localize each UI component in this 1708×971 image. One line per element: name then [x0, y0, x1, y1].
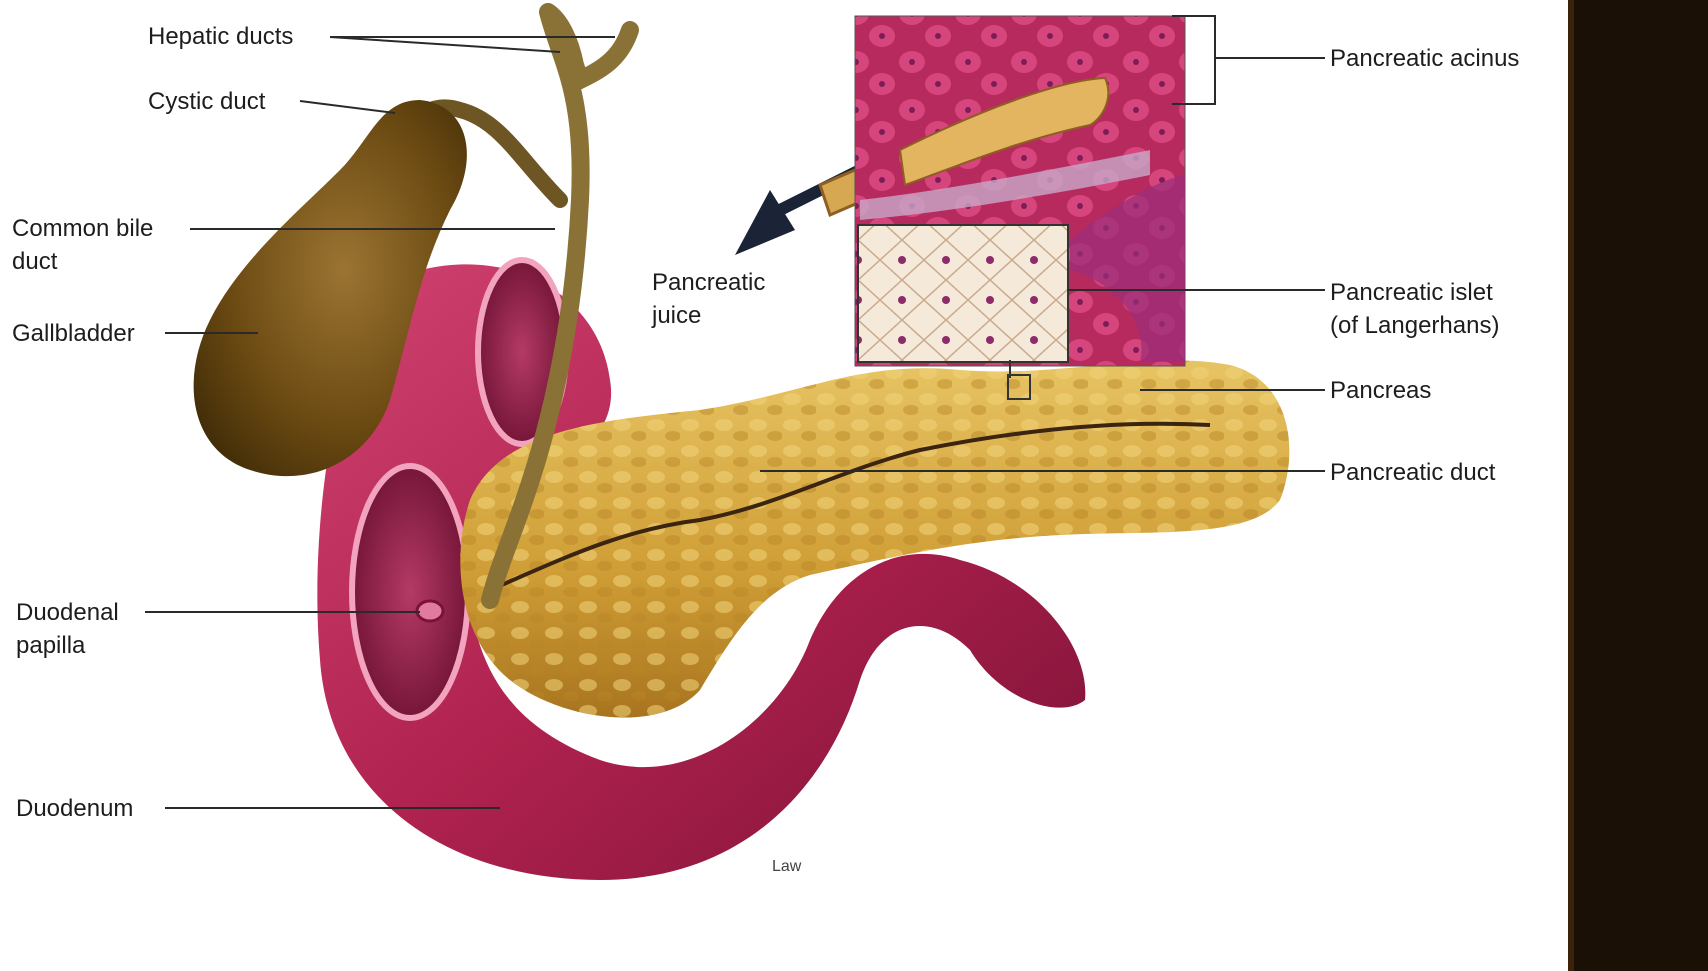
islet-block: [858, 225, 1068, 362]
label-pancreatic-islet: Pancreatic islet (of Langerhans): [1330, 276, 1499, 342]
illustrator-credit: Law: [772, 858, 801, 876]
duodenum-cut-section: [352, 466, 468, 718]
label-pancreatic-juice: Pancreatic juice: [652, 266, 765, 332]
label-pancreas: Pancreas: [1330, 374, 1431, 407]
label-gallbladder: Gallbladder: [12, 317, 135, 350]
label-cystic-duct: Cystic duct: [148, 85, 265, 118]
label-pancreatic-acinus: Pancreatic acinus: [1330, 42, 1519, 75]
label-duodenal-papilla: Duodenal papilla: [16, 596, 119, 662]
duodenal-papilla-mark: [417, 601, 443, 621]
slide-edge-border: [1568, 0, 1708, 971]
anatomy-figure: Hepatic ducts Cystic duct Common bile du…: [0, 0, 1568, 971]
leader-cystic-duct: [300, 101, 395, 113]
leader-hepatic-ducts-2: [330, 37, 560, 52]
label-common-bile-duct: Common bile duct: [12, 212, 153, 278]
label-duodenum: Duodenum: [16, 792, 133, 825]
histology-inset: [855, 16, 1185, 399]
label-pancreatic-duct: Pancreatic duct: [1330, 456, 1495, 489]
label-hepatic-ducts: Hepatic ducts: [148, 20, 293, 53]
